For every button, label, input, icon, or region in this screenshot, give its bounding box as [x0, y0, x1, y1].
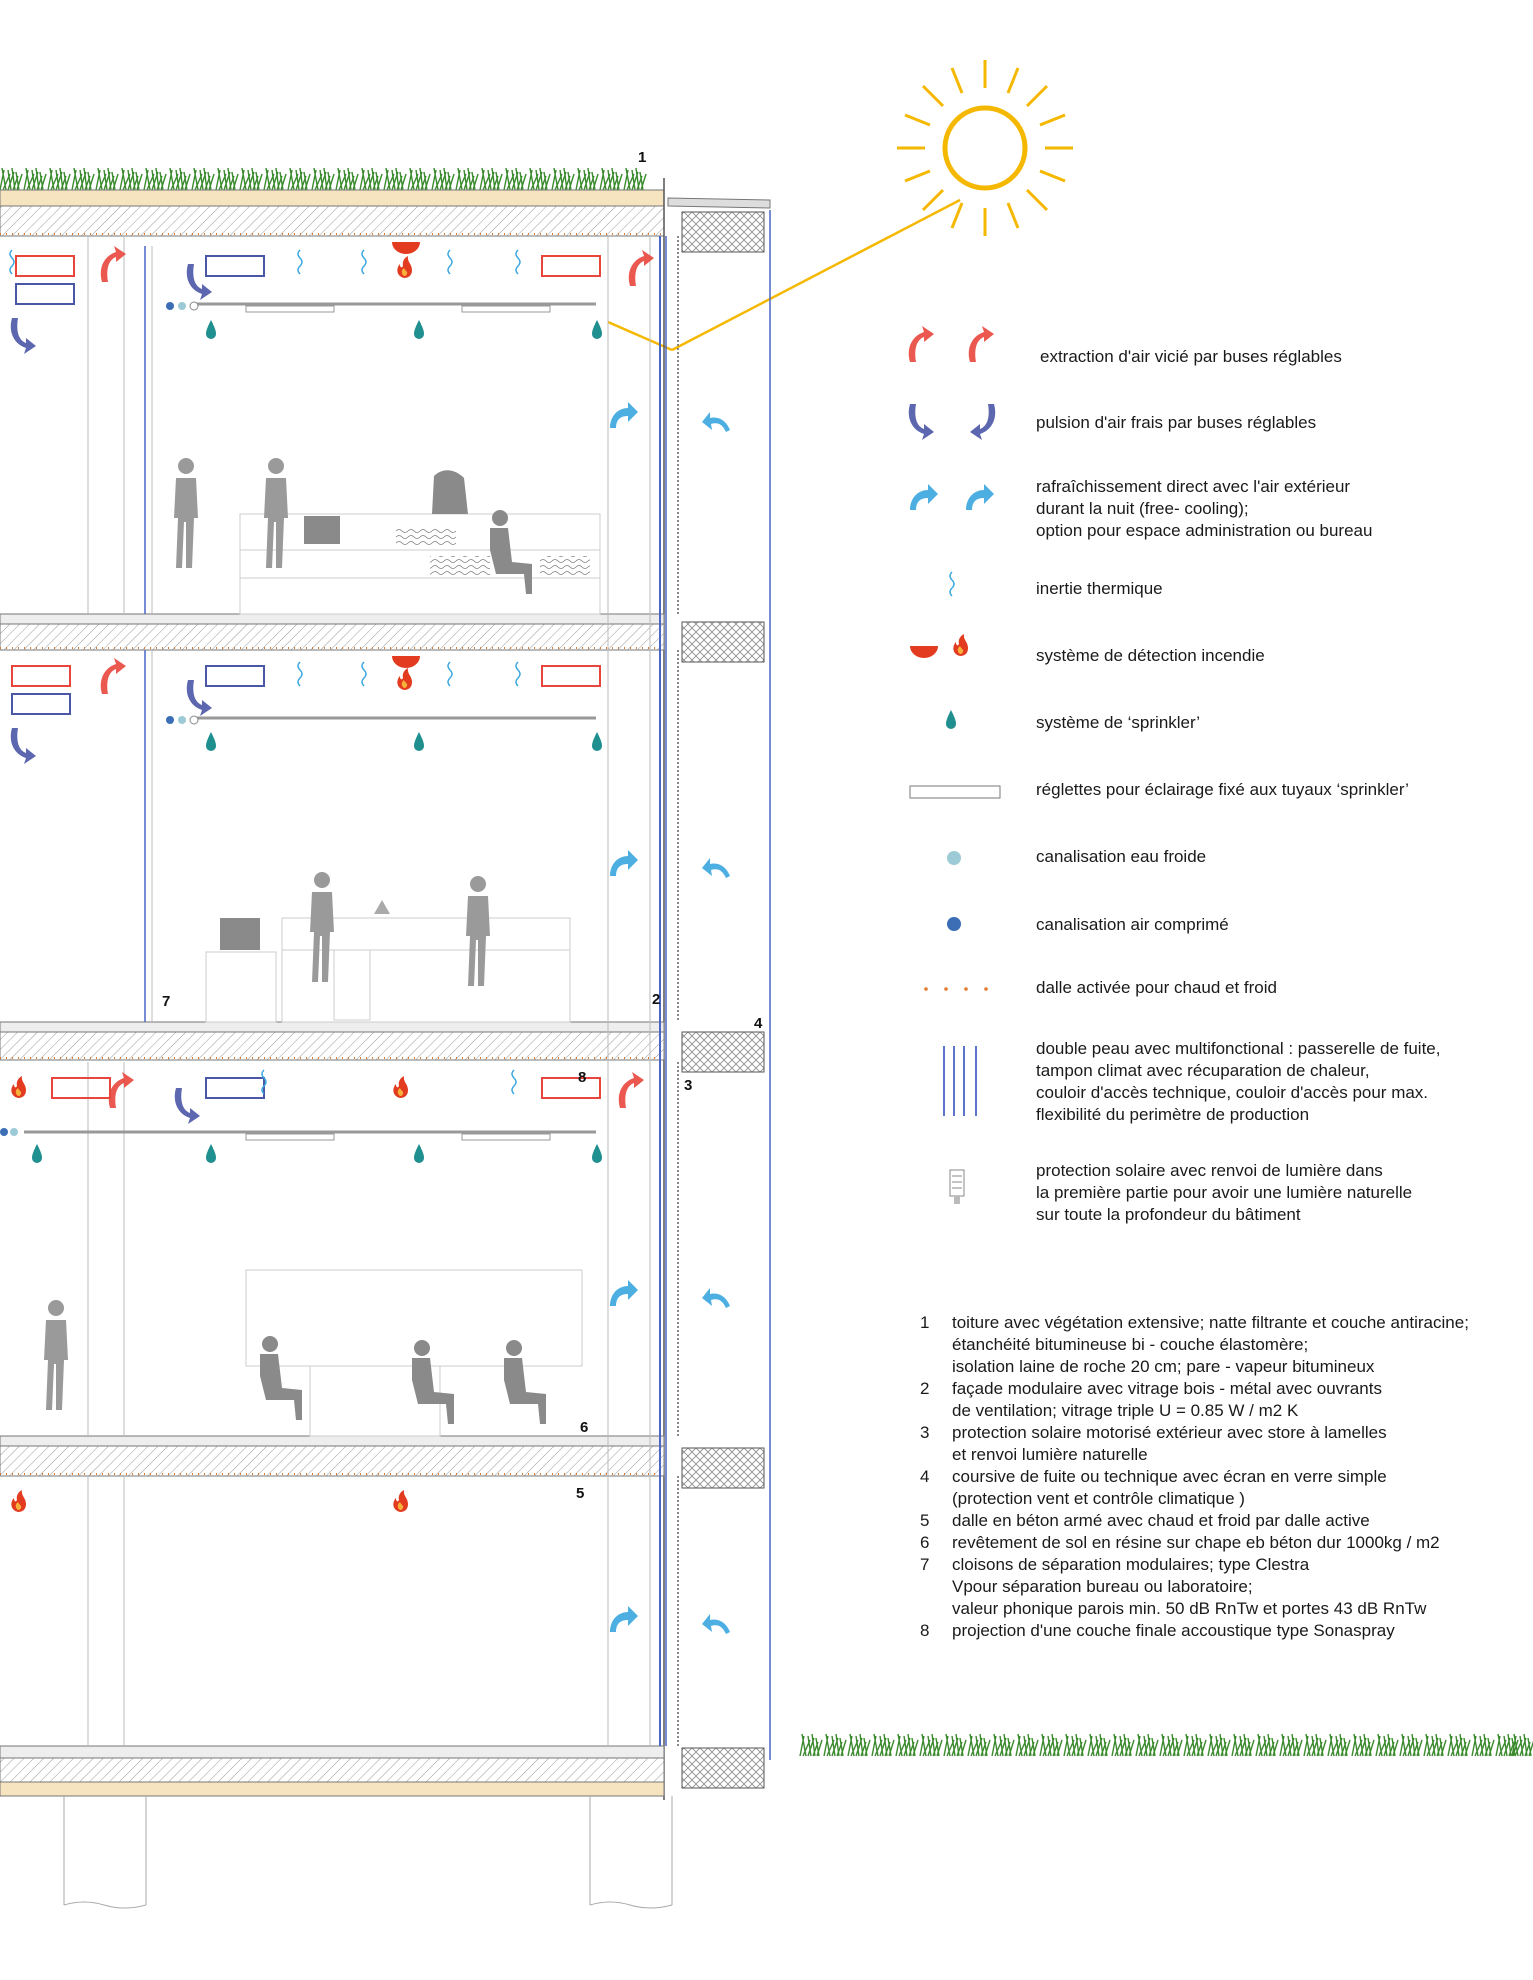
note-number: 3: [920, 1423, 930, 1442]
roof-vegetation: [0, 167, 647, 191]
exterior-walkway-slabs: [667, 197, 771, 1789]
note-text: dalle en béton armé avec chaud et froid …: [952, 1511, 1370, 1530]
note-text: revêtement de sol en résine sur chape eb…: [952, 1533, 1440, 1552]
legend-label-incendie: système de détection incendie: [1036, 646, 1265, 665]
light-blue-arrow-icon: [910, 484, 994, 510]
note-number: 6: [920, 1533, 930, 1552]
note-number: 1: [920, 1313, 930, 1332]
legend-label-eaufroide: canalisation eau froide: [1036, 847, 1207, 866]
callout-5: 5: [576, 1485, 584, 1502]
sun-ray-lines: [607, 198, 961, 352]
legend-symbols: [908, 326, 1001, 1204]
callout-numbers: 1 2 3 4 5 6 7 8: [162, 149, 763, 1502]
callout-6: 6: [580, 1419, 588, 1436]
note-number: 8: [920, 1621, 930, 1640]
callout-3: 3: [684, 1077, 692, 1094]
note-text: cloisons de séparation modulaires; type …: [952, 1555, 1427, 1618]
note-text: façade modulaire avec vitrage bois - mét…: [952, 1379, 1382, 1420]
solar-shade-icon: [949, 1169, 965, 1204]
legend-label-sprinkler: système de ‘sprinkler’: [1036, 713, 1201, 732]
callout-2: 2: [652, 991, 660, 1008]
foundations: [63, 1796, 673, 1909]
red-curved-arrow-icon: [908, 326, 994, 362]
sprinkler-drop-icon: [946, 710, 956, 729]
note-number: 4: [920, 1467, 930, 1486]
roof-slab: [0, 178, 665, 1800]
dark-dot-icon: [947, 917, 961, 931]
legend-label-extraction: extraction d'air vicié par buses réglabl…: [1040, 347, 1342, 366]
legend-label-freecooling: rafraîchissement direct avec l'air extér…: [1036, 477, 1373, 540]
interior-partitions: [87, 236, 609, 1746]
ceiling-equipment-level-4: [11, 1490, 408, 1512]
legend-label-inertie: inertie thermique: [1036, 579, 1163, 598]
note-number: 2: [920, 1379, 930, 1398]
callout-1: 1: [638, 149, 646, 166]
ground-slab: [0, 1745, 665, 1797]
floor-slab-1: [0, 613, 665, 651]
ground-vegetation: [799, 1733, 1533, 1757]
blue-curved-arrow-icon: [908, 404, 996, 440]
note-text: toiture avec végétation extensive; natte…: [952, 1313, 1469, 1376]
callout-8: 8: [578, 1069, 586, 1086]
ceiling-equipment-level-1: [9, 242, 654, 354]
note-number: 5: [920, 1511, 930, 1530]
legend-label-pulsion: pulsion d'air frais par buses réglables: [1036, 413, 1317, 432]
note-text: projection d'une couche finale accoustiq…: [952, 1621, 1395, 1640]
floor-slab-2: [0, 1021, 665, 1061]
light-strip-icon: [909, 785, 1001, 799]
callout-7: 7: [162, 993, 170, 1010]
floor-slab-3: [0, 1435, 665, 1477]
legend-label-protection: protection solaire avec renvoi de lumièr…: [1036, 1161, 1413, 1224]
legend-label-doublepeau: double peau avec multifonctional : passe…: [1036, 1039, 1441, 1124]
legend-label-dalle: dalle activée pour chaud et froid: [1036, 978, 1277, 997]
callout-4: 4: [754, 1015, 763, 1032]
orange-dots-icon: [924, 987, 988, 991]
ceiling-equipment-level-2: [10, 656, 602, 764]
fire-detector-icon: [910, 634, 968, 658]
light-dot-icon: [947, 851, 961, 865]
legend-label-aircomprime: canalisation air comprimé: [1036, 915, 1229, 934]
vertical-lines-icon: [943, 1046, 977, 1116]
note-text: coursive de fuite ou technique avec écra…: [952, 1467, 1387, 1508]
office-level-3-scene: [44, 1269, 583, 1437]
double-skin-facade: [649, 210, 771, 1760]
office-level-1-scene: [174, 458, 601, 615]
legend-label-reglettes: réglettes pour éclairage fixé aux tuyaux…: [1036, 780, 1409, 799]
wave-icon: [949, 571, 955, 597]
ceiling-equipment-level-3: [0, 1069, 644, 1163]
note-text: protection solaire motorisé extérieur av…: [952, 1423, 1387, 1464]
sun-icon: [897, 60, 1073, 236]
office-level-2-scene: [205, 872, 571, 1023]
note-number: 7: [920, 1555, 930, 1574]
